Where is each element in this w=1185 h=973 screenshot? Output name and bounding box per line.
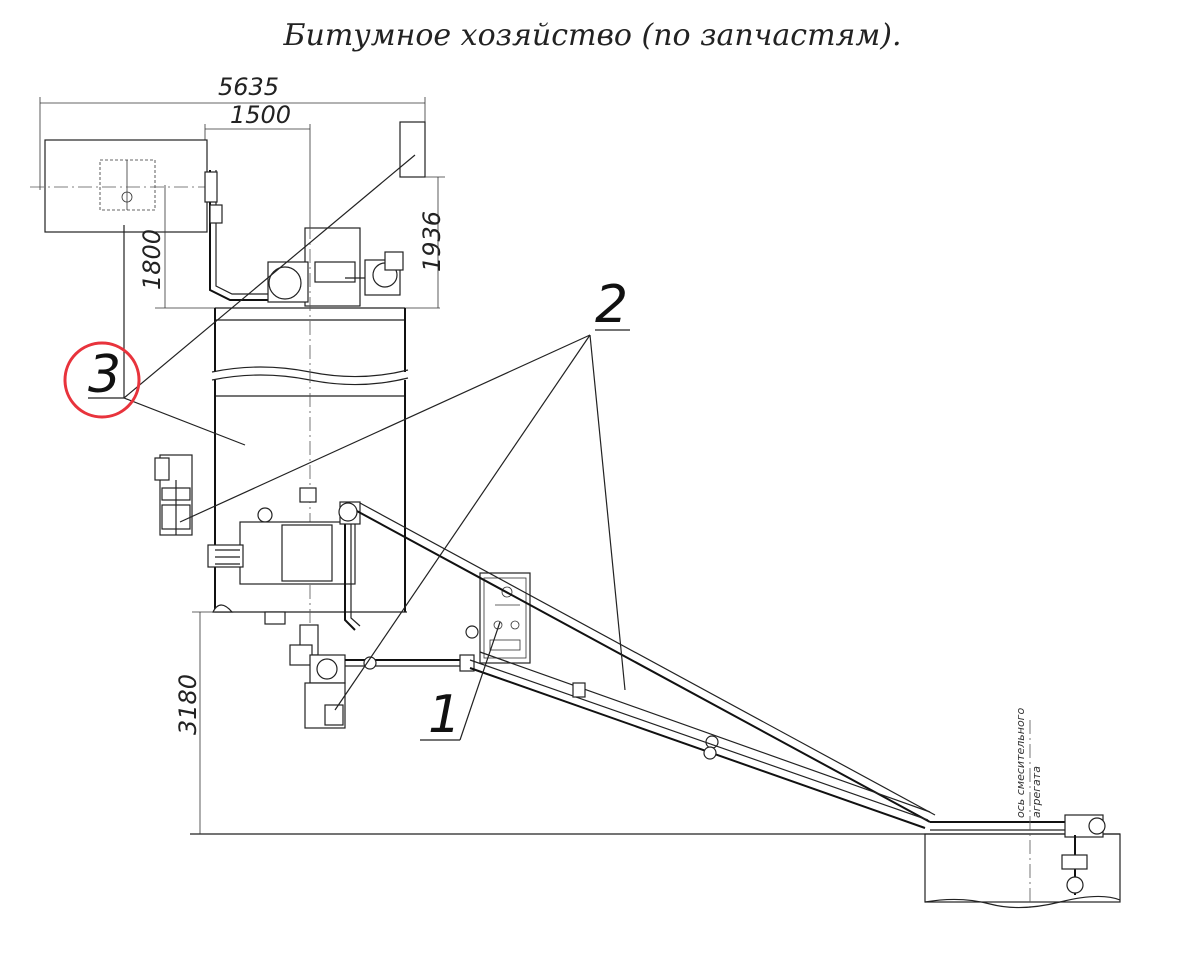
- mixer-axis-note-line1: ось смесительного: [1014, 708, 1027, 818]
- callout-3-highlight-circle: [63, 341, 141, 419]
- dim-3180-label: 3180: [174, 674, 202, 735]
- side-pump-unit: [154, 454, 193, 536]
- dim-1800-label: 1800: [138, 229, 166, 290]
- dimension-overall-width: 5635: [39, 73, 426, 190]
- top-container: [30, 139, 210, 233]
- dim-1936-label: 1936: [418, 211, 446, 272]
- upper-diagonal-pipe: [338, 502, 936, 823]
- diagram-title: Битумное хозяйство (по запчастям).: [283, 18, 902, 53]
- mixer-axis-note-line2: агрегата: [1030, 766, 1043, 818]
- callout-3-label: 3: [88, 345, 121, 405]
- dimension-base-height: 3180: [174, 611, 215, 834]
- top-piping: [204, 170, 300, 301]
- dimension-pump-height: 1936: [418, 176, 446, 308]
- callout-1-label: 1: [428, 685, 461, 745]
- dim-1500-label: 1500: [230, 101, 291, 129]
- bitumen-tank: [207, 225, 409, 640]
- tank-top-equipment: [267, 227, 404, 307]
- dim-5635-label: 5635: [218, 73, 279, 101]
- callout-1-leaders: 1: [420, 621, 501, 745]
- lower-diagonal-pipe: [469, 651, 931, 829]
- top-right-unit: [399, 121, 426, 178]
- callout-2-leaders: 2: [179, 275, 630, 711]
- mixer-unit: ось смесительного агрегата: [924, 708, 1121, 910]
- callout-2-label: 2: [595, 275, 628, 335]
- dimension-tank-width: 1500: [204, 101, 311, 230]
- control-cabinet: [479, 572, 531, 664]
- callout-3-leaders: 3: [63, 154, 416, 446]
